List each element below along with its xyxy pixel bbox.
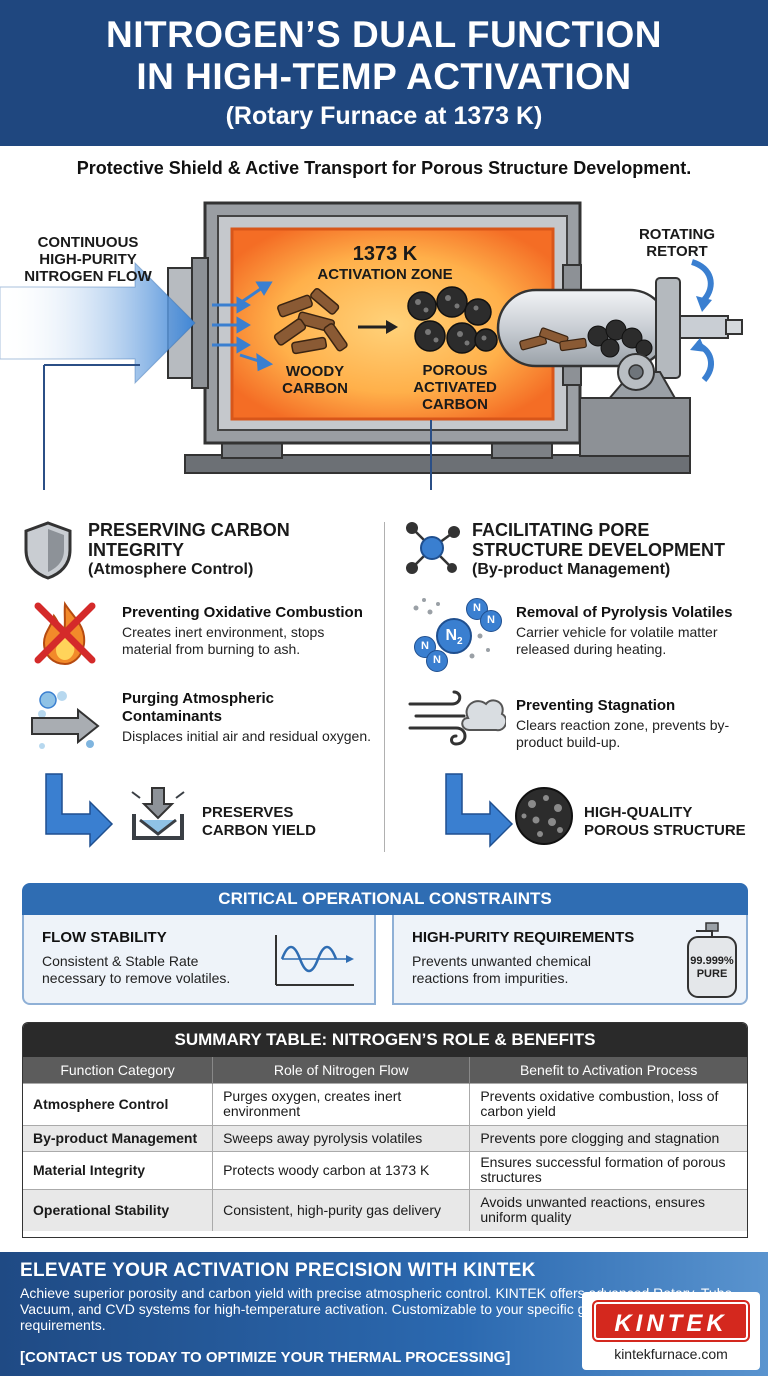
table-cell: By-product Management [23, 1124, 214, 1151]
table-header: Role of Nitrogen Flow [212, 1057, 471, 1083]
left-result: PRESERVES CARBON YIELD [202, 804, 316, 839]
summary-table: Function Category Role of Nitrogen Flow … [23, 1057, 747, 1231]
table-cell: Protects woody carbon at 1373 K [212, 1150, 471, 1189]
purge-arrow-icon [31, 691, 100, 749]
table-cell: Avoids unwanted reactions, ensures unifo… [469, 1188, 747, 1231]
table-cell: Atmosphere Control [23, 1082, 214, 1125]
website-link[interactable]: kintekfurnace.com [614, 1346, 728, 1362]
table-row: Operational Stability Consistent, high-p… [23, 1188, 747, 1231]
kintek-logo-card[interactable]: KINTEK kintekfurnace.com [582, 1292, 760, 1370]
contact-cta-link[interactable]: [CONTACT US TODAY TO OPTIMIZE YOUR THERM… [20, 1349, 511, 1366]
zone-temp: 1373 K [352, 243, 418, 265]
constraints-panel: CRITICAL OPERATIONAL CONSTRAINTS FLOW ST… [22, 883, 748, 1005]
yield-icon [131, 787, 185, 840]
left-item-combustion: Preventing Oxidative Combustion Creates … [122, 604, 363, 657]
header-banner: NITROGEN’S DUAL FUNCTION IN HIGH-TEMP AC… [0, 0, 768, 146]
table-header: Benefit to Activation Process [469, 1057, 747, 1083]
woody-carbon-label: WOODY CARBON [282, 363, 348, 397]
summary-title: SUMMARY TABLE: NITROGEN’S ROLE & BENEFIT… [23, 1023, 747, 1057]
left-column-title: PRESERVING CARBON INTEGRITY (Atmosphere … [88, 520, 290, 578]
footer-description: Achieve superior porosity and carbon yie… [20, 1285, 737, 1333]
footer-title: ELEVATE YOUR ACTIVATION PRECISION WITH K… [20, 1260, 536, 1281]
furnace-illustration [0, 201, 743, 509]
table-cell: Operational Stability [23, 1188, 214, 1231]
table-header-row: Function Category Role of Nitrogen Flow … [23, 1057, 747, 1083]
title-line-3: (Rotary Furnace at 1373 K) [225, 102, 543, 130]
right-item-stagnation: Preventing Stagnation Clears reaction zo… [516, 697, 730, 750]
wind-icon [408, 690, 506, 746]
table-cell: Purges oxygen, creates inert environment [212, 1082, 471, 1125]
table-row: By-product Management Sweeps away pyroly… [23, 1124, 747, 1151]
table-cell: Prevents pore clogging and stagnation [469, 1124, 747, 1151]
right-item-volatiles: Removal of Pyrolysis Volatiles Carrier v… [516, 604, 733, 657]
n-atom-2: N [480, 610, 502, 632]
subtitle: Protective Shield & Active Transport for… [76, 158, 692, 178]
right-column-title: FACILITATING PORE STRUCTURE DEVELOPMENT … [472, 520, 726, 578]
right-result: HIGH-QUALITY POROUS STRUCTURE [584, 804, 746, 839]
table-header: Function Category [23, 1057, 214, 1083]
porous-sphere-icon [515, 787, 573, 845]
table-cell: Consistent, high-purity gas delivery [212, 1188, 471, 1231]
n-atom-4: N [426, 650, 448, 672]
title-line-1: NITROGEN’S DUAL FUNCTION [105, 14, 663, 55]
gas-cylinder-icon [687, 922, 737, 998]
result-arrow-right [445, 773, 573, 848]
molecule-icon [406, 522, 460, 574]
kintek-logo: KINTEK [594, 1302, 748, 1340]
flow-label: CONTINUOUS HIGH-PURITY NITROGEN FLOW [24, 234, 152, 285]
flow-stability-box: FLOW STABILITY Consistent & Stable Rate … [22, 915, 376, 1005]
n2-molecule: N2 [436, 618, 472, 654]
shield-icon [24, 521, 72, 580]
retort-label: ROTATING RETORT [638, 226, 716, 260]
table-cell: Sweeps away pyrolysis volatiles [212, 1124, 471, 1151]
no-fire-icon [34, 601, 96, 666]
constraints-title: CRITICAL OPERATIONAL CONSTRAINTS [22, 883, 748, 915]
title-line-2: IN HIGH-TEMP ACTIVATION [136, 56, 632, 97]
zone-label: ACTIVATION ZONE [317, 266, 453, 283]
summary-table-panel: SUMMARY TABLE: NITROGEN’S ROLE & BENEFIT… [22, 1022, 748, 1238]
furnace-diagram: CONTINUOUS HIGH-PURITY NITROGEN FLOW 137… [0, 190, 768, 509]
left-item-purging: Purging Atmospheric Contaminants Displac… [122, 690, 372, 744]
table-row: Material Integrity Protects woody carbon… [23, 1150, 747, 1189]
purity-label: 99.999% PURE [690, 955, 734, 980]
table-cell: Material Integrity [23, 1150, 214, 1189]
table-cell: Prevents oxidative combustion, loss of c… [469, 1082, 747, 1125]
purity-box: HIGH-PURITY REQUIREMENTS Prevents unwant… [392, 915, 748, 1005]
table-row: Atmosphere Control Purges oxygen, create… [23, 1082, 747, 1125]
column-divider [384, 522, 385, 852]
result-arrow-left [45, 773, 185, 848]
waveform-icon [275, 935, 354, 986]
table-cell: Ensures successful formation of porous s… [469, 1150, 747, 1189]
porous-carbon-label: POROUS ACTIVATED CARBON [413, 362, 497, 413]
